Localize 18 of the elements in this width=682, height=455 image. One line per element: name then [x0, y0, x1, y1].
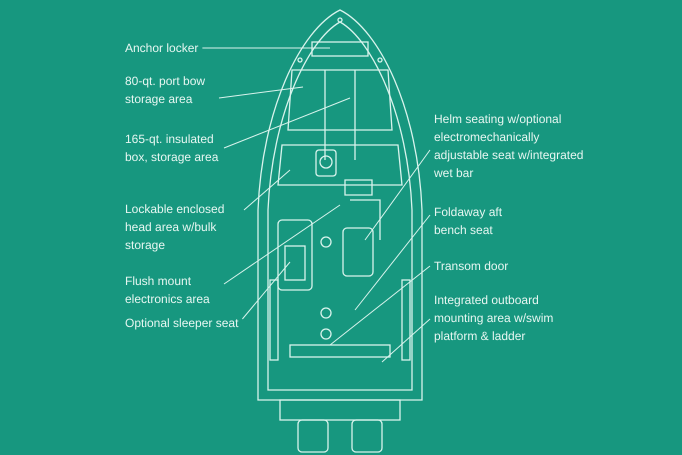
callout-label: Anchor locker — [125, 39, 198, 57]
callout-label: 80-qt. port bow storage area — [125, 72, 215, 108]
callout-label: Flush mount electronics area — [125, 272, 220, 308]
callout-label: Integrated outboard mounting area w/swim platform & ladder — [434, 291, 584, 345]
leader-line — [244, 170, 290, 210]
callout-label: Helm seating w/optional electromechanically adjustable seat w/integrated wet bar — [434, 110, 584, 182]
callout-label: Foldaway aft bench seat — [434, 203, 534, 239]
leader-line — [364, 150, 430, 240]
callout-label: Transom door — [434, 257, 508, 275]
leader-line — [242, 262, 290, 320]
callout-label: Optional sleeper seat — [125, 314, 238, 332]
leader-line — [224, 204, 340, 284]
leader-line — [382, 318, 430, 362]
leader-line — [218, 86, 304, 98]
callout-label: Lockable enclosed head area w/bulk storage — [125, 200, 240, 254]
leader-line — [330, 266, 430, 346]
callout-label: 165-qt. insulated box, storage area — [125, 130, 220, 166]
leader-line — [224, 98, 350, 148]
